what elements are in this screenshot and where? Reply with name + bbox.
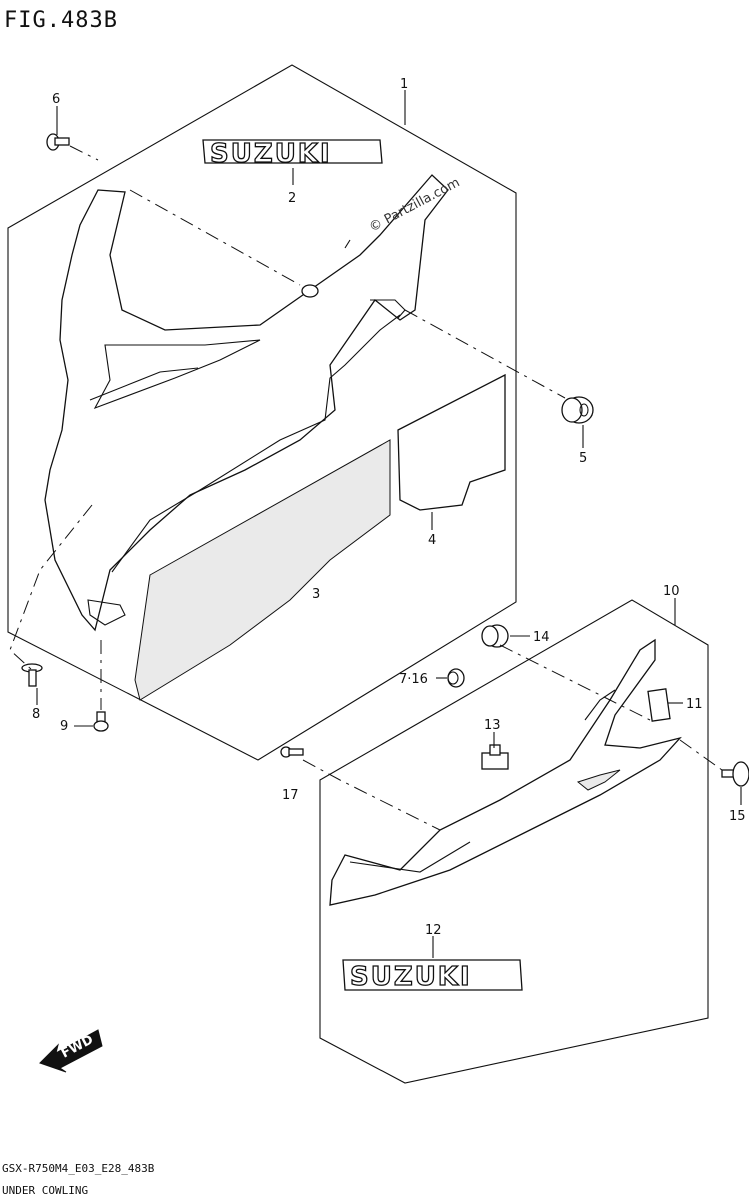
callout-6: 6 xyxy=(52,92,60,107)
clip-13 xyxy=(481,744,509,770)
pad-11 xyxy=(647,688,671,722)
grommet-14 xyxy=(481,624,509,648)
callout-7-16: 7·16 xyxy=(399,672,428,687)
callout-12: 12 xyxy=(425,923,442,938)
lower-cowling xyxy=(329,638,682,906)
callout-2: 2 xyxy=(288,191,296,206)
callout-1: 1 xyxy=(400,77,408,92)
leader-lines xyxy=(36,90,742,958)
suzuki-emblem-upper: SUZUKI xyxy=(202,138,383,170)
callout-8: 8 xyxy=(32,707,40,722)
callout-14: 14 xyxy=(533,630,550,645)
assembly-lines xyxy=(9,145,723,831)
under-cowling-panel xyxy=(44,174,449,632)
callout-5: 5 xyxy=(579,451,587,466)
assembly-box-lower xyxy=(319,599,709,1084)
clip-7-16 xyxy=(447,668,465,688)
callout-10: 10 xyxy=(663,584,680,599)
callout-17: 17 xyxy=(282,788,299,803)
callout-15: 15 xyxy=(729,809,746,824)
figure-title: FIG.483B xyxy=(4,8,118,33)
callout-3: 3 xyxy=(312,587,320,602)
inner-panel xyxy=(134,439,391,701)
callouts: 1 2 3 4 5 6 7·16 8 9 10 11 12 13 14 15 1… xyxy=(32,77,746,938)
fwd-arrow-icon: FWD xyxy=(39,1029,103,1073)
assembly-box-upper xyxy=(7,64,517,761)
callout-11: 11 xyxy=(686,697,703,712)
screw-17 xyxy=(280,746,304,758)
bolt-15 xyxy=(721,761,749,787)
suzuki-emblem-lower: SUZUKI xyxy=(342,959,523,993)
callout-13: 13 xyxy=(484,718,501,733)
fastener-9 xyxy=(93,711,109,732)
grommet xyxy=(561,396,594,424)
cover-plate xyxy=(397,373,506,511)
bolt-6 xyxy=(46,133,70,151)
svg-text:SUZUKI: SUZUKI xyxy=(210,139,332,169)
svg-text:SUZUKI: SUZUKI xyxy=(350,962,472,992)
figure-code: GSX-R750M4_E03_E28_483B xyxy=(2,1162,155,1175)
callout-4: 4 xyxy=(428,533,436,548)
figure-name: UNDER COWLING xyxy=(2,1184,88,1197)
trim-strip xyxy=(111,314,401,573)
screw-8 xyxy=(21,663,43,687)
callout-9: 9 xyxy=(60,719,68,734)
